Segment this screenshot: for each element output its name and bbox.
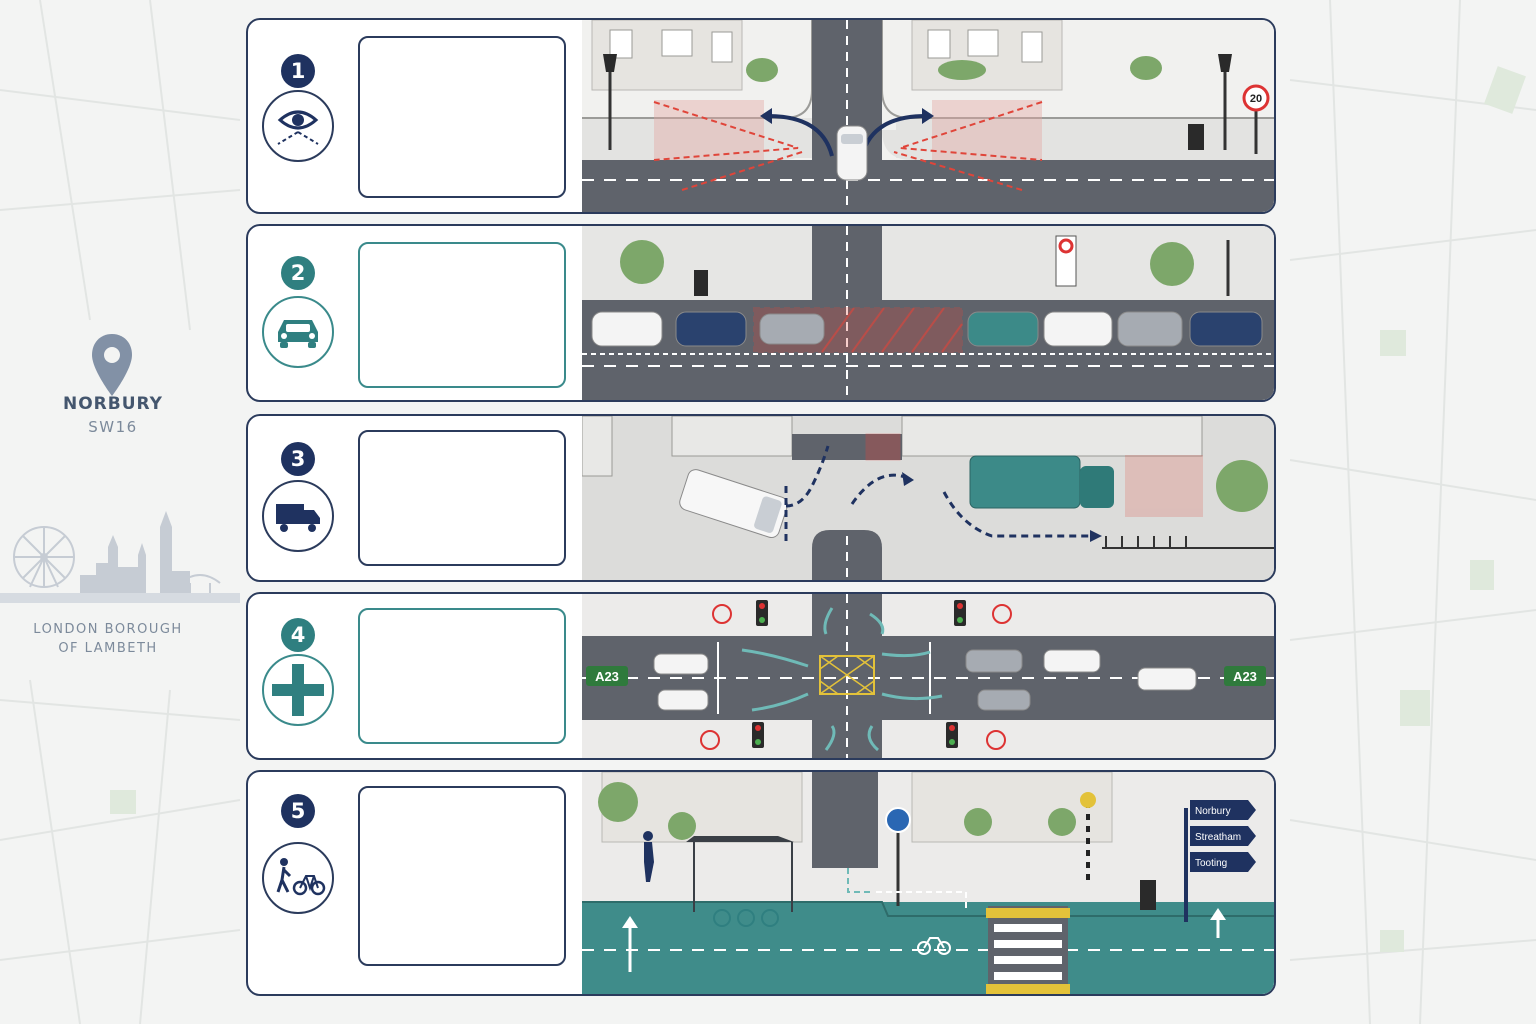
- walking-cycling-scene: Norbury Streatham Tooting: [582, 772, 1274, 994]
- crossroads-icon-circle: [262, 654, 334, 726]
- step-number-badge: 3: [281, 442, 315, 476]
- step-panel-3: 3: [246, 414, 1276, 582]
- step-panel-2: 2: [246, 224, 1276, 402]
- lorry-icon: [276, 504, 320, 532]
- london-skyline-illustration: [0, 511, 240, 603]
- signal-junction-scene: A23 A23: [582, 594, 1274, 758]
- sign-destination-2: Streatham: [1195, 832, 1241, 843]
- car-icon: [278, 320, 318, 348]
- borough-line-2: OF LAMBETH: [58, 641, 158, 656]
- location-panel: [0, 320, 240, 660]
- eye-sightline-icon: [277, 110, 319, 145]
- area-name: NORBURY: [62, 394, 163, 414]
- step-number-badge: 1: [281, 54, 315, 88]
- step-number-badge: 5: [281, 794, 315, 828]
- lorry-icon-circle: [262, 480, 334, 552]
- location-pin-icon: [92, 334, 132, 396]
- step-text-box: [358, 430, 566, 566]
- pedestrian-cyclist-icon: [276, 858, 326, 896]
- loading-manoeuvres-scene: [582, 416, 1274, 580]
- step-text-box: [358, 786, 566, 966]
- crossroads-icon: [272, 664, 324, 716]
- step-number-badge: 4: [281, 618, 315, 652]
- sign-destination-1: Norbury: [1195, 806, 1231, 817]
- step-text-box: [358, 608, 566, 744]
- road-sign-a23-west: A23: [595, 669, 619, 684]
- borough-label: LONDON BOROUGH OF LAMBETH: [0, 620, 216, 658]
- borough-line-1: LONDON BOROUGH: [33, 622, 183, 637]
- step-panel-4: 4: [246, 592, 1276, 760]
- step-number-badge: 2: [281, 256, 315, 290]
- pedestrian-cyclist-icon-circle: [262, 842, 334, 914]
- step-panel-5: 5: [246, 770, 1276, 996]
- step-panel-1: 1: [246, 18, 1276, 214]
- postcode: SW16: [88, 418, 138, 436]
- speed-limit-sign: 20: [1250, 93, 1262, 105]
- parking-bays-scene: [582, 226, 1274, 400]
- car-icon-circle: [262, 296, 334, 368]
- junction-visibility-scene: 20: [582, 20, 1274, 212]
- eye-sightline-icon-circle: [262, 90, 334, 162]
- road-sign-a23-east: A23: [1233, 669, 1257, 684]
- sign-destination-3: Tooting: [1195, 858, 1227, 869]
- step-text-box: [358, 242, 566, 388]
- step-text-box: [358, 36, 566, 198]
